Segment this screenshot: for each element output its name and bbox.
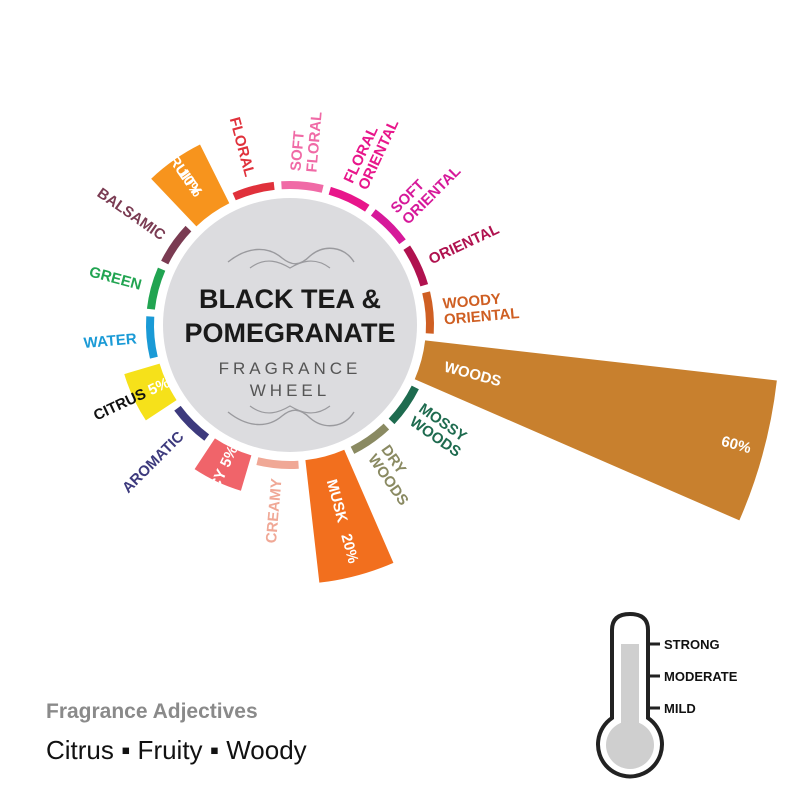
segment-spicy	[194, 438, 252, 491]
label-floral-oriental: FLORALORIENTAL	[341, 110, 403, 192]
segment-creamy	[256, 457, 299, 469]
ornament-bottom-icon-2	[249, 405, 331, 414]
segment-woods	[414, 340, 777, 521]
segment-water	[145, 316, 158, 359]
label-dry-woods: DRYWOODS	[364, 442, 424, 509]
adjectives-list: Citrus ▪ Fruity ▪ Woody	[46, 735, 307, 765]
wheel-segments	[124, 144, 777, 583]
label-line-balsamic-0: BALSAMIC	[94, 185, 169, 244]
chart-subtitle-line1: FRAGRANCE	[219, 359, 362, 378]
label-line-creamy-0: CREAMY	[263, 478, 286, 544]
label-floral: FLORAL	[226, 115, 258, 178]
segment-oriental	[403, 245, 429, 287]
segment-musk	[305, 449, 394, 583]
label-line-spicy-0: SPICY	[196, 467, 230, 515]
label-woody-oriental: WOODYORIENTAL	[442, 289, 520, 328]
label-line-aromatic-0: AROMATIC	[119, 428, 188, 497]
segment-aromatic	[174, 405, 210, 441]
label-spicy: SPICY	[196, 467, 230, 515]
adjectives-heading: Fragrance Adjectives	[46, 700, 258, 723]
label-line-woody-oriental-1: ORIENTAL	[443, 305, 520, 329]
segment-fruity	[151, 144, 230, 227]
label-line-water-0: WATER	[83, 330, 137, 352]
label-line-oriental-0: ORIENTAL	[426, 221, 502, 268]
thermometer-fill	[621, 644, 639, 734]
chart-subtitle-line2: WHEEL	[250, 381, 330, 400]
label-soft-oriental: SOFTORIENTAL	[388, 151, 465, 228]
ornament-top-icon-2	[249, 260, 331, 269]
segment-citrus	[124, 363, 177, 421]
label-mossy-woods: MOSSYWOODS	[406, 400, 473, 460]
segment-woody-oriental	[422, 291, 434, 334]
segment-floral	[232, 181, 275, 201]
segment-floral-oriental	[328, 186, 370, 212]
wheel-center: BLACK TEA & POMEGRANATE FRAGRANCE WHEEL	[163, 198, 417, 452]
label-green: GREEN	[87, 264, 143, 294]
label-soft-floral: SOFTFLORAL	[287, 110, 325, 173]
label-oriental: ORIENTAL	[426, 221, 502, 268]
label-line-floral-0: FLORAL	[226, 115, 258, 178]
segment-mossy-woods	[388, 385, 419, 425]
label-line-woody-oriental-0: WOODY	[442, 291, 502, 313]
intensity-label-mild: MILD	[664, 701, 696, 716]
segment-balsamic	[161, 225, 192, 265]
thermometer-bulb	[606, 721, 654, 769]
chart-title-line1: BLACK TEA &	[199, 284, 381, 314]
segment-dry-woods	[350, 423, 390, 454]
label-aromatic: AROMATIC	[119, 428, 188, 497]
intensity-label-strong: STRONG	[664, 637, 720, 652]
chart-title-line2: POMEGRANATE	[184, 318, 395, 348]
ornament-bottom-icon	[227, 409, 355, 427]
intensity-label-moderate: MODERATE	[664, 669, 738, 684]
label-balsamic: BALSAMIC	[94, 185, 169, 244]
label-line-soft-floral-0: SOFT	[287, 130, 307, 171]
label-creamy: CREAMY	[263, 478, 286, 544]
label-water: WATER	[83, 330, 137, 352]
intensity-thermometer: STRONG MODERATE MILD	[596, 611, 738, 779]
segment-soft-floral	[281, 181, 324, 193]
segment-green	[146, 267, 166, 310]
label-line-soft-floral-1: FLORAL	[303, 111, 325, 173]
ornament-top-icon	[227, 247, 355, 265]
label-line-green-0: GREEN	[87, 264, 143, 294]
segment-soft-oriental	[370, 209, 406, 245]
